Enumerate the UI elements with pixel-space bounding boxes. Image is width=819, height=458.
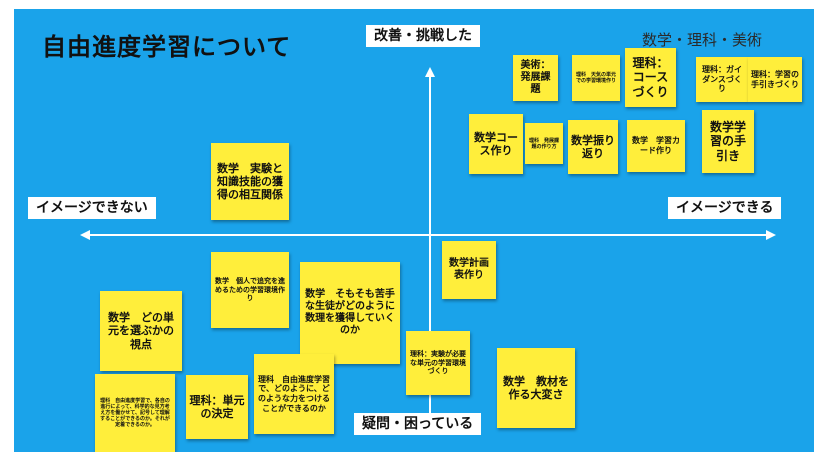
sticky-note: 数学 どの単元を選ぶかの視点 — [100, 291, 182, 371]
sticky-note: 数学 個人で追究を進めるための学習環境作り — [211, 252, 289, 328]
sticky-note: 理科：実験が必要な単元の学習環境づくり — [406, 331, 470, 395]
page-title: 自由進度学習について — [42, 33, 292, 61]
subjects-label: 数学・理科・美術 — [642, 31, 763, 49]
sticky-note: 理科：コースづくり — [625, 48, 676, 107]
axis-label-left: イメージできない — [28, 197, 156, 219]
sticky-note: 数学学習の手引き — [702, 110, 754, 173]
sticky-note: 理科 天気の単元での学習環境作り — [572, 55, 620, 101]
up-arrow-icon — [425, 67, 435, 77]
sticky-note: 数学 そもそも苦手な生徒がどのように数理を獲得していくのか — [300, 262, 400, 364]
whiteboard: 自由進度学習について 数学・理科・美術 改善・挑戦した 疑問・困っている イメー… — [14, 9, 814, 452]
sticky-note: 理科 発展課題の作り方 — [525, 123, 563, 164]
axis-label-top: 改善・挑戦した — [366, 25, 480, 47]
axis-label-right: イメージできる — [668, 197, 782, 219]
sticky-note: 美術：発展課題 — [513, 55, 558, 101]
sticky-note: 理科：単元の決定 — [186, 375, 248, 439]
sticky-note: 理科 自由進度学習で、どのように、どのような力をつけることができるのか — [254, 354, 334, 434]
sticky-note: 理科：学習の手引きづくり — [748, 57, 802, 102]
sticky-note: 数学 学習カード作り — [627, 120, 685, 172]
axis-label-bottom: 疑問・困っている — [354, 413, 482, 435]
sticky-note: 数学計画表作り — [442, 241, 496, 299]
right-arrow-icon — [766, 230, 776, 240]
sticky-note: 数学コース作り — [469, 114, 523, 174]
sticky-note: 数学 実験と知識技能の獲得の相互関係 — [211, 143, 289, 220]
sticky-note: 数学振り返り — [568, 120, 618, 174]
sticky-note: 理科：ガイダンスづくり — [696, 57, 748, 102]
sticky-note: 理科 自由進度学習で、各自の進行によって、科学的な見方考え方を働かせて、記号して… — [95, 374, 175, 452]
left-arrow-icon — [80, 230, 90, 240]
sticky-note: 数学 教材を作る大変さ — [497, 348, 575, 428]
